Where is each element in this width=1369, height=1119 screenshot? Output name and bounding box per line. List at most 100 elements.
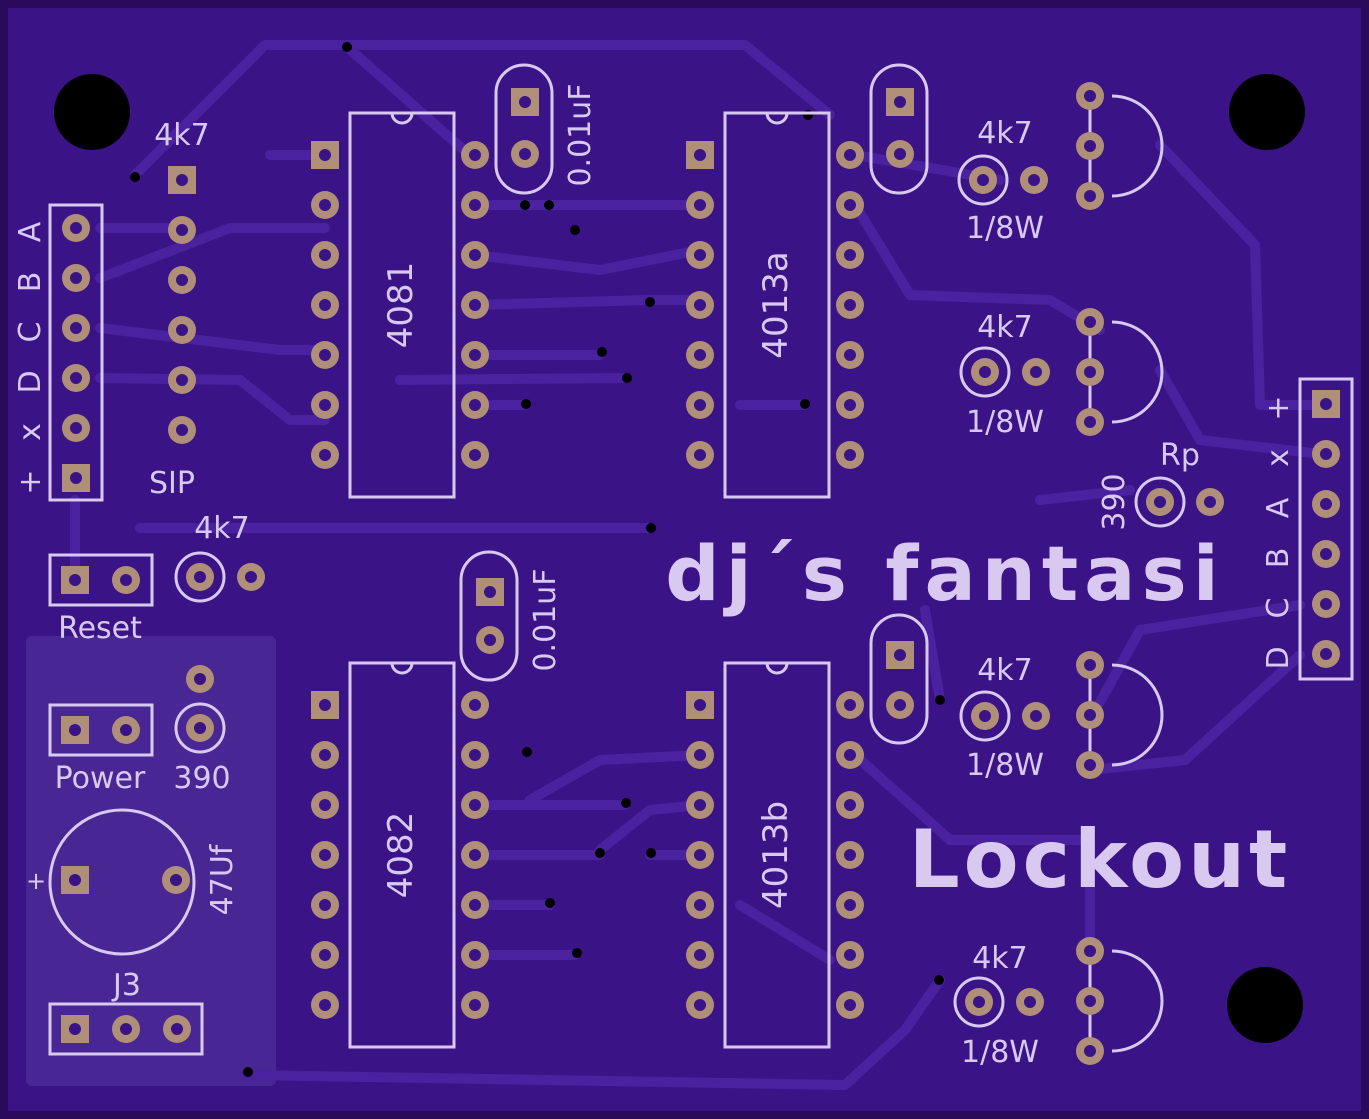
- sip-label: SIP: [149, 466, 195, 501]
- pad-round: [1076, 651, 1104, 679]
- pad-round: [686, 791, 714, 819]
- power-resistor: 390: [173, 665, 231, 796]
- left-header-label: B: [13, 272, 48, 293]
- resistor-2: 4k7 1/8W: [959, 310, 1050, 440]
- pad-round: [836, 341, 864, 369]
- ic-label: 4013a: [756, 251, 796, 358]
- pad-round: [836, 741, 864, 769]
- pad-round: [686, 741, 714, 769]
- pad-round: [686, 991, 714, 1019]
- pad-round: [836, 791, 864, 819]
- resistor-rating: 1/8W: [966, 211, 1044, 246]
- pad-round: [686, 241, 714, 269]
- pad-round: [1312, 590, 1340, 618]
- right-header-label: B: [1261, 548, 1296, 569]
- three-pin-parts: [1076, 82, 1164, 1065]
- pad-round: [686, 941, 714, 969]
- right-header-label: +: [1261, 395, 1296, 420]
- pad-round: [836, 241, 864, 269]
- rp-value: 390: [1097, 473, 1132, 530]
- pad-square: [686, 141, 714, 169]
- led-footprint: [1076, 937, 1164, 1065]
- board-subtitle: Lockout: [909, 813, 1292, 906]
- resistor-1: 4k7 1/8W: [957, 116, 1048, 246]
- pad-round: [686, 891, 714, 919]
- pad-round: [1076, 408, 1104, 436]
- pad-round: [168, 416, 196, 444]
- pad-round: [836, 891, 864, 919]
- right-header-label: A: [1261, 497, 1296, 518]
- pad-square: [62, 464, 90, 492]
- mounting-hole: [54, 74, 130, 150]
- left-header-label: C: [13, 322, 48, 343]
- pad-round: [461, 741, 489, 769]
- pad-round: [1076, 987, 1104, 1015]
- pad-round: [836, 941, 864, 969]
- reset-label: Reset: [58, 611, 142, 646]
- pad-round: [311, 441, 339, 469]
- resistor-rating: 1/8W: [966, 405, 1044, 440]
- traces: [70, 40, 1335, 1090]
- resistor-rating: 1/8W: [961, 1035, 1039, 1070]
- pad-round: [168, 266, 196, 294]
- capacitor-bottom: 0.01uF: [459, 550, 563, 682]
- pad-round: [1076, 701, 1104, 729]
- pad-round: [62, 364, 90, 392]
- pad-round: [62, 214, 90, 242]
- pad-round: [461, 141, 489, 169]
- mounting-hole: [1229, 74, 1305, 150]
- pad-round: [311, 791, 339, 819]
- pad-round: [1312, 440, 1340, 468]
- vias: [130, 42, 945, 1077]
- pad-round: [461, 241, 489, 269]
- j3-connector: J3: [48, 968, 204, 1056]
- mounting-hole: [1227, 967, 1303, 1043]
- power-switch: Power: [48, 703, 154, 796]
- resistor-3: 4k7 1/8W: [959, 653, 1050, 783]
- right-header-label: C: [1261, 598, 1296, 619]
- power-resistor-value: 390: [173, 761, 230, 796]
- pad-round: [461, 941, 489, 969]
- pad-round: [1312, 540, 1340, 568]
- resistor-value: 4k7: [977, 310, 1033, 345]
- ic-pads: [311, 141, 864, 1019]
- right-header-label: x: [1261, 449, 1296, 467]
- pad-round: [1076, 751, 1104, 779]
- pad-round: [686, 441, 714, 469]
- left-header-label: D: [13, 370, 48, 393]
- sip-value: 4k7: [154, 118, 210, 153]
- pad-round: [311, 241, 339, 269]
- pad-round: [311, 841, 339, 869]
- pad-round: [686, 291, 714, 319]
- pad-round: [62, 314, 90, 342]
- pad-round: [1312, 640, 1340, 668]
- pad-round: [461, 291, 489, 319]
- pad-round: [168, 216, 196, 244]
- capacitor-top: 0.01uF: [494, 63, 598, 195]
- led-footprint: [1076, 651, 1164, 779]
- board-title: dj´s fantasi: [665, 529, 1225, 618]
- left-header: [48, 203, 104, 502]
- pad-round: [1076, 82, 1104, 110]
- left-header-label: x: [13, 423, 48, 441]
- pad-round: [1076, 182, 1104, 210]
- led-footprint: [1076, 308, 1164, 436]
- electrolytic-plus: +: [26, 867, 46, 895]
- j3-label: J3: [111, 968, 141, 1003]
- pad-round: [168, 366, 196, 394]
- rp-resistor: Rp 390: [1097, 438, 1224, 531]
- pad-round: [836, 191, 864, 219]
- pad-round: [1076, 1037, 1104, 1065]
- ic-label: 4013b: [756, 801, 796, 909]
- pad-square: [686, 691, 714, 719]
- resistor-4: 4k7 1/8W: [953, 941, 1044, 1070]
- pad-round: [461, 841, 489, 869]
- pad-round: [836, 141, 864, 169]
- pad-round: [1076, 358, 1104, 386]
- pad-round: [311, 741, 339, 769]
- pad-round: [461, 791, 489, 819]
- left-header-label: A: [13, 221, 48, 242]
- pad-round: [686, 191, 714, 219]
- pad-round: [168, 316, 196, 344]
